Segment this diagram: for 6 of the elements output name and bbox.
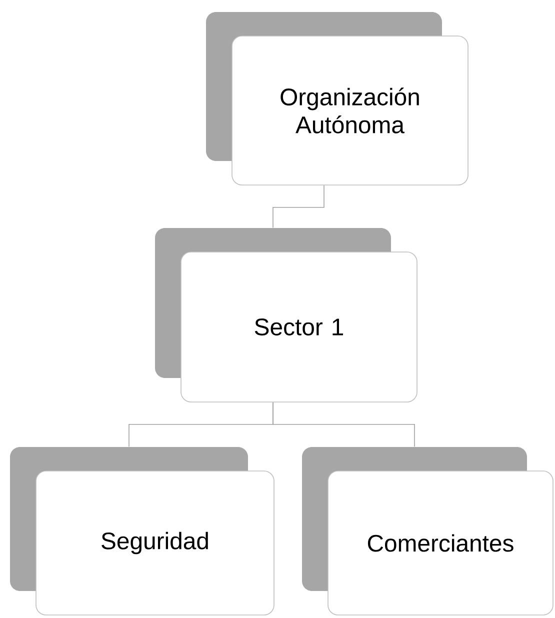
org-box: Comerciantes bbox=[302, 447, 554, 616]
org-box: Organización Autónoma bbox=[206, 12, 468, 186]
connector-line bbox=[272, 185, 324, 228]
connector-line bbox=[272, 402, 415, 447]
org-box: Seguridad bbox=[10, 447, 274, 616]
org-box: Sector 1 bbox=[155, 228, 418, 402]
